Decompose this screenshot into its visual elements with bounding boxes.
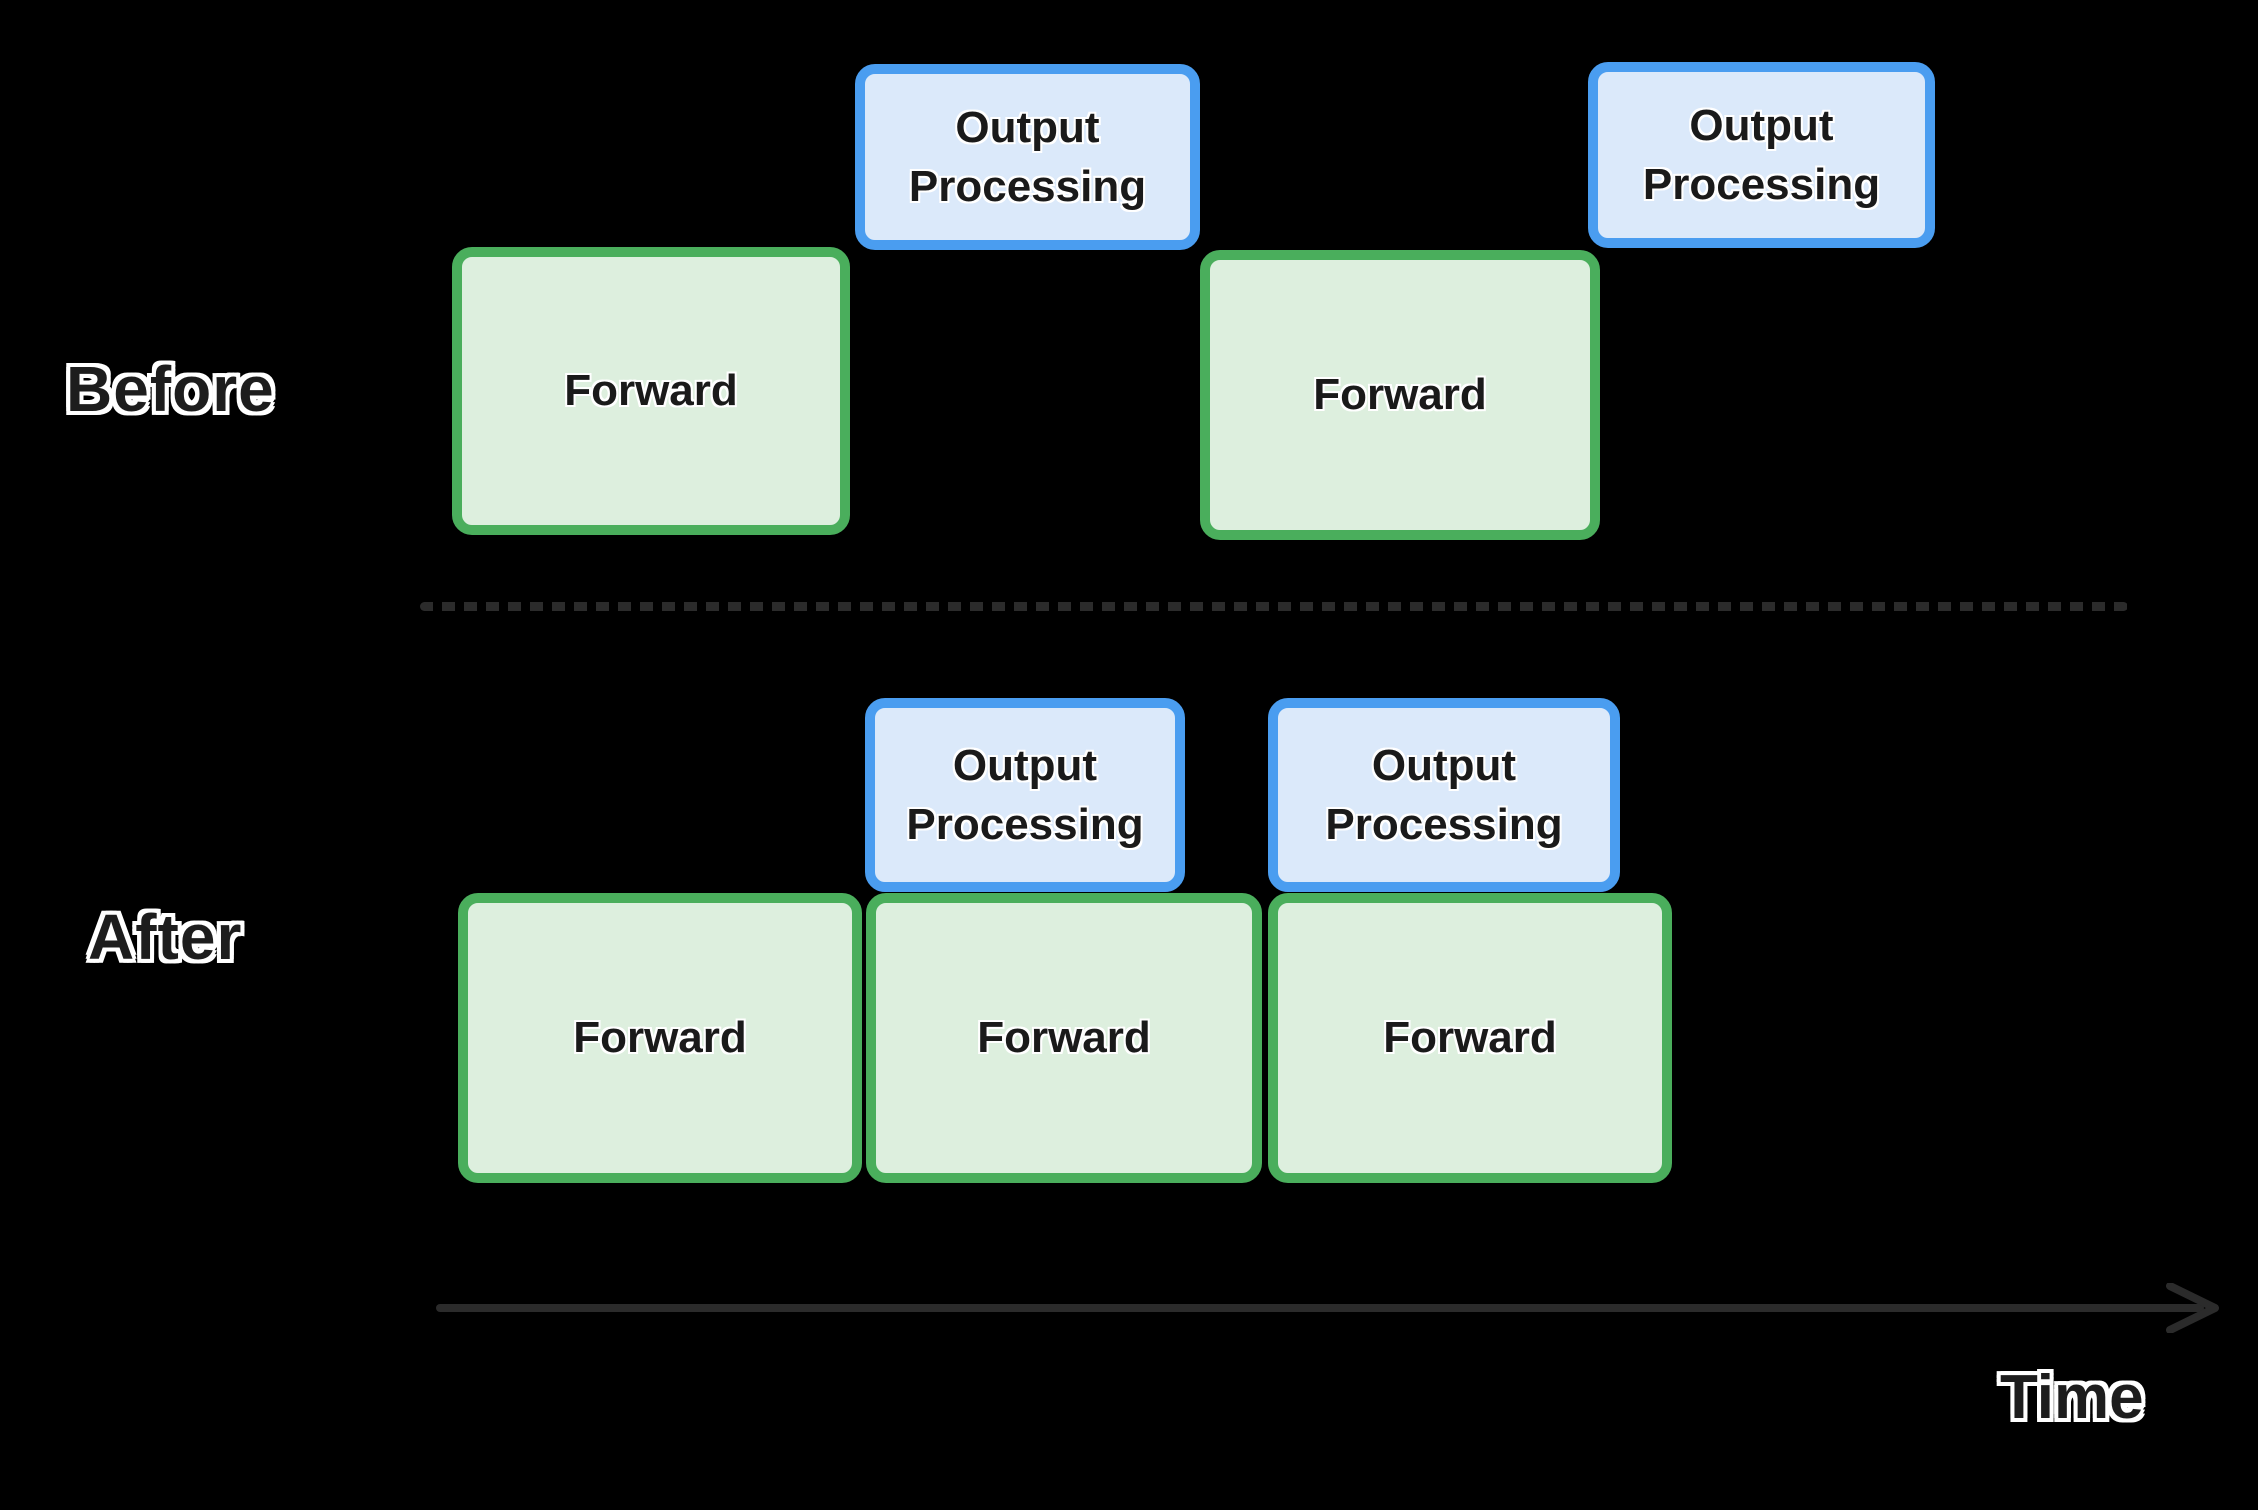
time-arrow [436, 1283, 2219, 1333]
before-section-label: Before [66, 353, 275, 425]
forward-box-label: Forward [573, 1013, 747, 1063]
after-forward-box-3: Forward [458, 893, 862, 1183]
before-forward-box-1: Forward [452, 247, 850, 535]
after-output-box-1: Output Processing [865, 698, 1185, 892]
forward-box-label: Forward [1313, 370, 1487, 420]
after-section-label: After [88, 901, 243, 973]
output-box-label: Output Processing [908, 102, 1147, 211]
output-box-label: Output Processing [1642, 100, 1881, 209]
before-forward-box-3: Forward [1200, 250, 1600, 540]
after-forward-box-5: Forward [1268, 893, 1672, 1183]
after-output-box-2: Output Processing [1268, 698, 1620, 892]
before-output-box-2: Output Processing [855, 64, 1200, 250]
output-box-label: Output Processing [906, 740, 1144, 849]
forward-box-label: Forward [977, 1013, 1151, 1063]
time-axis-label: Time [2000, 1363, 2144, 1432]
before-output-box-4: Output Processing [1588, 62, 1935, 248]
output-box-label: Output Processing [1325, 740, 1563, 849]
forward-box-label: Forward [564, 366, 738, 416]
after-forward-box-4: Forward [866, 893, 1262, 1183]
forward-box-label: Forward [1383, 1013, 1557, 1063]
dashed-divider-line [420, 602, 2128, 611]
